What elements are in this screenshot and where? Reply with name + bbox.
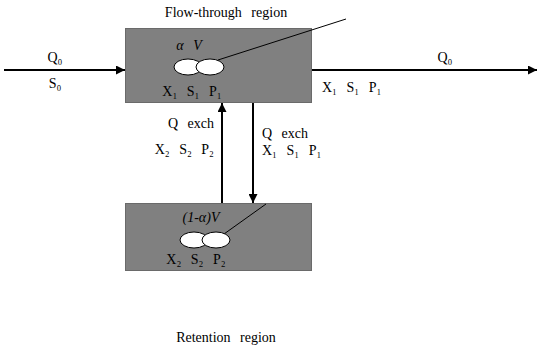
- outlet-arrow: [312, 69, 537, 71]
- region-heading: Retention region: [176, 330, 276, 346]
- exchange-arrow: [221, 103, 223, 203]
- flow-through-box: Flow-through regionα VX₁ S₁ P₁: [125, 28, 312, 103]
- flow-rate-label: Q exch: [262, 126, 308, 142]
- species-label: X₂ S₂ P₂: [155, 142, 214, 158]
- species-label: X₂ S₂ P₂: [166, 252, 225, 268]
- species-label: S₀: [49, 76, 62, 92]
- cell-ellipse: [196, 59, 224, 75]
- retention-box: (1-α)VX₂ S₂ P₂Retention region: [125, 203, 312, 271]
- region-heading: Flow-through region: [165, 5, 287, 21]
- volume-label: α V: [176, 38, 201, 54]
- flow-rate-label: Q₀: [438, 50, 453, 66]
- flow-rate-label: Q exch: [168, 116, 214, 132]
- feed-arrow: [4, 69, 125, 71]
- species-label: X₁ S₁ P₁: [262, 143, 321, 159]
- species-label: X₁ S₁ P₁: [322, 80, 381, 96]
- cell-ellipse: [202, 232, 230, 248]
- flow-rate-label: Q₀: [48, 50, 63, 66]
- leader-line: [218, 19, 346, 60]
- species-label: X₁ S₁ P₁: [162, 84, 221, 100]
- leader-line: [224, 204, 266, 234]
- volume-label: (1-α)V: [183, 210, 220, 226]
- exchange-arrow: [252, 103, 254, 203]
